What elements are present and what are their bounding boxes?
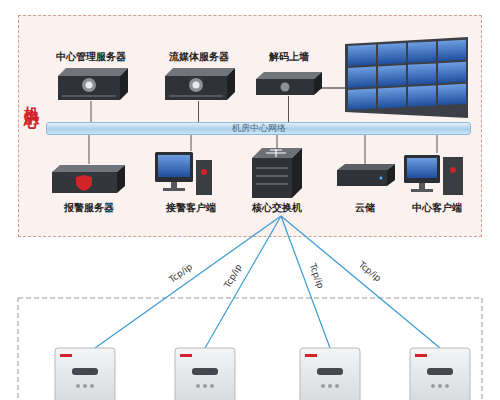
panel-body [175, 348, 235, 400]
panel-key [438, 384, 442, 388]
panel-body [55, 348, 115, 400]
alarm-panel [410, 348, 470, 400]
panel-key [76, 384, 80, 388]
protocol-label: Tcp/ip [357, 259, 383, 283]
node-label: 流媒体服务器 [169, 51, 229, 63]
panel-body [300, 348, 360, 400]
decoder-node: 解码上墙 [251, 51, 326, 96]
panel-body [410, 348, 470, 400]
node-label: 机房中心网络 [232, 123, 286, 134]
panel-logo [60, 354, 72, 357]
node-label: 中心管理服务器 [56, 51, 126, 63]
panel-key [431, 384, 435, 388]
panel-key [335, 384, 339, 388]
panel-display [427, 368, 453, 375]
node-label: 核心交换机 [252, 202, 302, 214]
group-heading: 机房中心 [23, 94, 40, 102]
protocol-label: Tcp/ip [222, 262, 244, 289]
alarm-panel [175, 348, 235, 400]
panel-key [90, 384, 94, 388]
panel-logo [180, 354, 192, 357]
panel-key [196, 384, 200, 388]
panel-display [192, 368, 218, 375]
server-node: 中心管理服务器 [51, 51, 131, 101]
panel-key [203, 384, 207, 388]
panel-logo [305, 354, 317, 357]
node-label: 接警客户端 [166, 202, 216, 214]
client-node: 中心客户端 [401, 153, 473, 214]
panel-key [445, 384, 449, 388]
switch-node: 核心交换机 [246, 149, 308, 214]
room-group: 机房中心 中心管理服务器 流媒体服务器 解码上墙机房中心网络报警服务器 接警客户端 核心交… [18, 15, 482, 237]
field-area [18, 298, 482, 400]
node-label: 云储 [355, 202, 375, 214]
panel-logo [415, 354, 427, 357]
storage-node: 云储 [334, 164, 396, 214]
client-node: 接警客户端 [151, 151, 231, 214]
node-label: 解码上墙 [269, 51, 309, 63]
panel-key [328, 384, 332, 388]
protocol-label: Tcp/ip [167, 262, 194, 285]
panel-display [72, 368, 98, 375]
alarm-panel [55, 348, 115, 400]
network-band: 机房中心网络 [46, 122, 471, 135]
panel-key [321, 384, 325, 388]
panel-key [210, 384, 214, 388]
server-node: 报警服务器 [49, 164, 129, 214]
panel-display [317, 368, 343, 375]
alarm-panel [300, 348, 360, 400]
protocol-label: Tcp/ip [308, 262, 326, 290]
panel-key [83, 384, 87, 388]
node-label: 报警服务器 [64, 202, 114, 214]
node-label: 中心客户端 [412, 202, 462, 214]
server-node: 流媒体服务器 [156, 51, 241, 101]
